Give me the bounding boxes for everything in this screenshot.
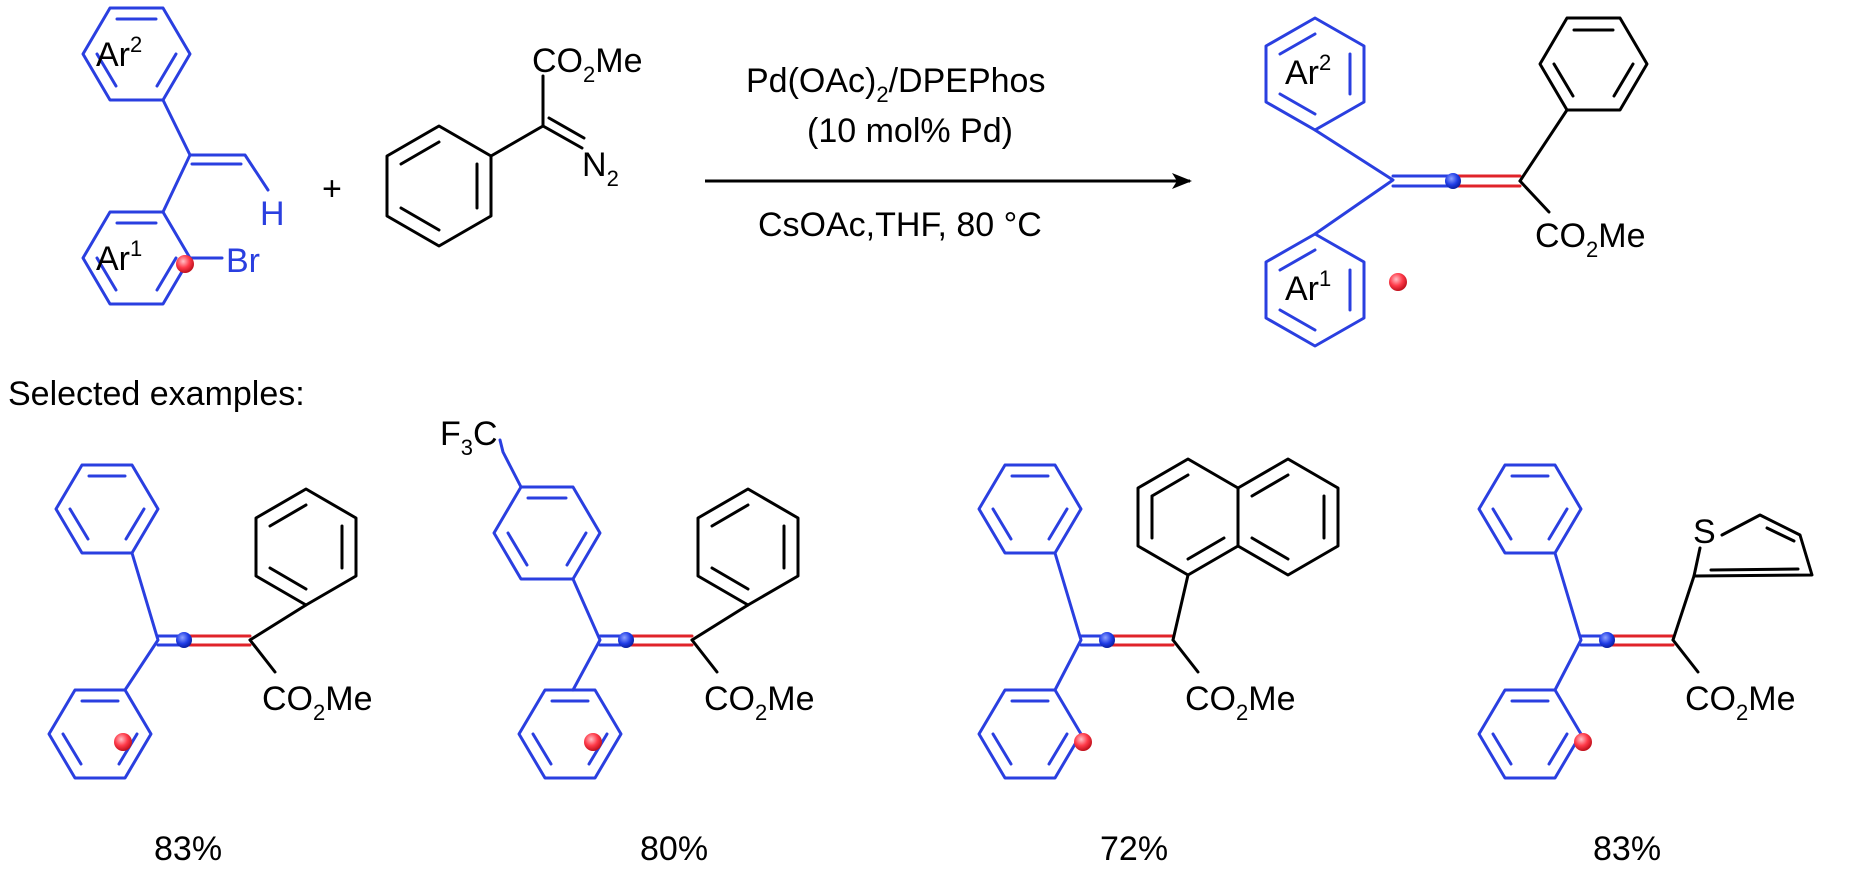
red-marker-dot — [114, 733, 132, 751]
reaction-arrow — [705, 173, 1192, 189]
hydrogen-label: H — [260, 195, 285, 233]
blue-center-dot — [1445, 173, 1461, 189]
ar1-label: Ar1 — [96, 236, 142, 278]
blue-center-dot — [1599, 632, 1615, 648]
product-ester-label: CO2Me — [1535, 217, 1645, 262]
yield-label-3: 72% — [1100, 830, 1168, 868]
red-marker-dot — [1574, 733, 1592, 751]
starting-material-bromide — [81, 6, 270, 306]
plus-sign: + — [322, 170, 342, 208]
red-marker-dot — [1389, 273, 1407, 291]
product-ar1-label: Ar1 — [1285, 266, 1331, 308]
red-marker-dot — [1074, 733, 1092, 751]
product-allene — [1264, 16, 1649, 348]
diazo-ester-label: CO2Me — [532, 42, 642, 87]
blue-center-dot — [618, 632, 634, 648]
ar2-label: Ar2 — [96, 32, 142, 74]
diazo-compound — [385, 74, 586, 248]
catalyst-label: Pd(OAc)2/DPEPhos — [746, 62, 1045, 107]
red-marker-dot — [584, 733, 602, 751]
catalyst-loading-label: (10 mol% Pd) — [807, 112, 1013, 150]
yield-label-1: 83% — [154, 830, 222, 868]
thiophene-sulfur-label: S — [1693, 513, 1716, 551]
blue-center-dot — [1099, 632, 1115, 648]
product-ar2-label: Ar2 — [1285, 50, 1331, 92]
yield-label-4: 83% — [1593, 830, 1661, 868]
example-1: CO2Me — [47, 463, 372, 780]
bromine-label: Br — [226, 242, 260, 280]
red-marker-dot — [176, 255, 194, 273]
example-3: CO2Me — [977, 457, 1340, 780]
blue-center-dot — [176, 632, 192, 648]
examples-heading: Selected examples: — [8, 375, 305, 413]
conditions-label: CsOAc,THF, 80 °C — [758, 206, 1042, 244]
ester-label: CO2Me — [1185, 680, 1295, 725]
example-2: CO2Me — [492, 438, 814, 780]
ester-label: CO2Me — [704, 680, 814, 725]
cf3-label: F3C — [440, 415, 498, 460]
yield-label-2: 80% — [640, 830, 708, 868]
example-4: CO2Me — [1477, 463, 1814, 780]
ester-label: CO2Me — [1685, 680, 1795, 725]
ester-label: CO2Me — [262, 680, 372, 725]
n2-label: N2 — [582, 146, 619, 191]
